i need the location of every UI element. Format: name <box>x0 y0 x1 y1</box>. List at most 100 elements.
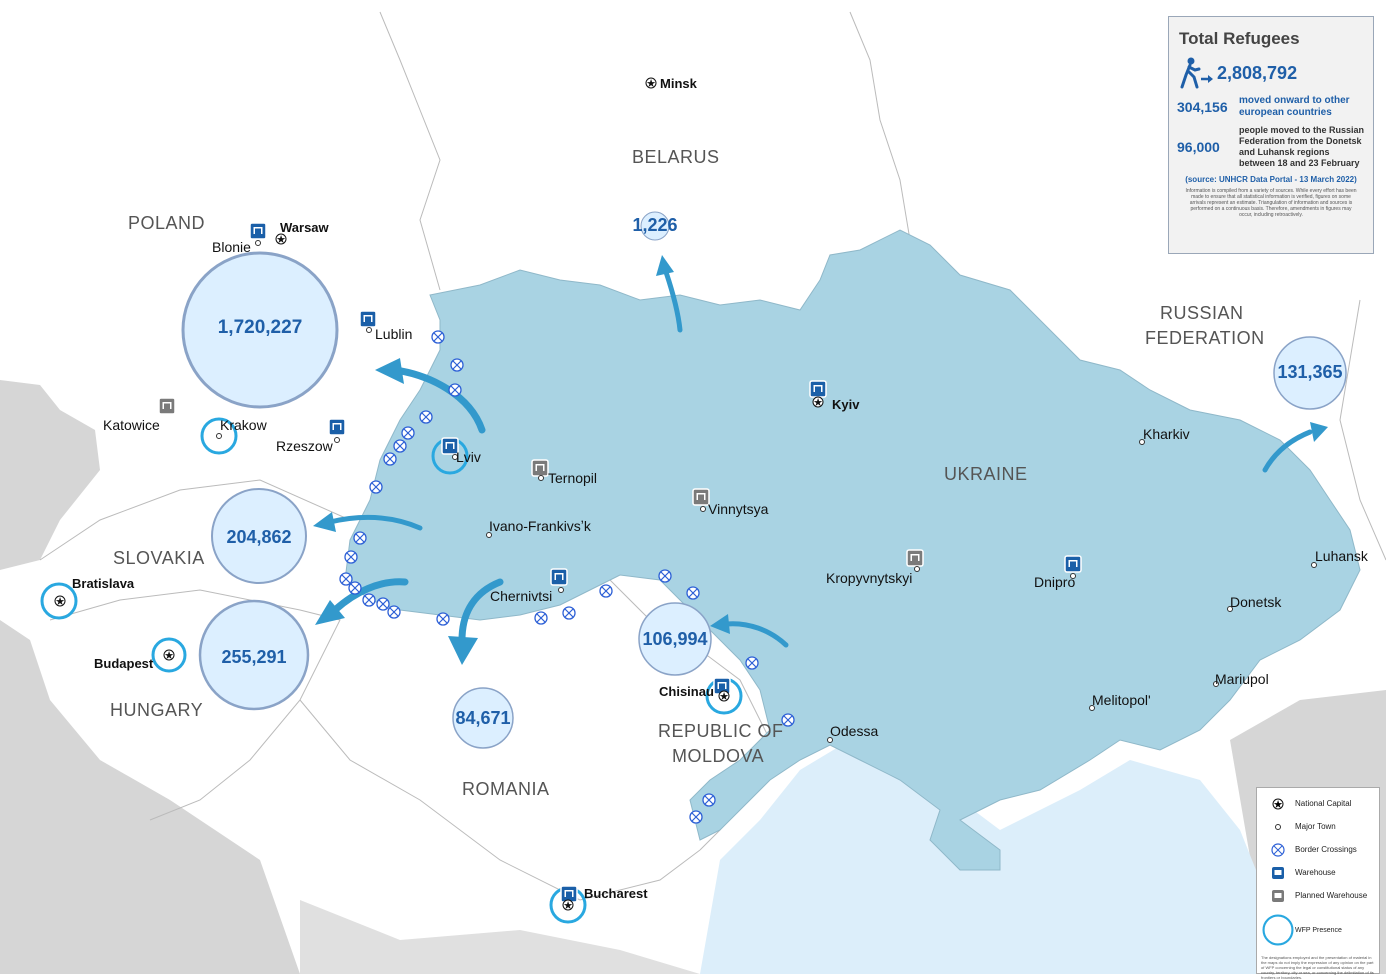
walking-person-icon <box>1180 57 1213 89</box>
refugee-count-moldova: 106,994 <box>642 629 707 649</box>
town-label-donetsk: Donetsk <box>1230 594 1282 610</box>
border-poland-belarus <box>379 11 441 291</box>
total-refugees-panel: Total Refugees 2,808,792 304,156 moved o… <box>1168 16 1374 254</box>
town-label-lublin: Lublin <box>375 326 412 342</box>
refugee-count-poland: 1,720,227 <box>218 317 303 338</box>
town-label-lviv: Lviv <box>456 449 481 465</box>
svg-text:★: ★ <box>1273 798 1283 811</box>
border-belarus-russia <box>849 11 911 241</box>
capital-label-chisinau: Chisinau <box>659 684 714 699</box>
town-label-luhansk: Luhansk <box>1315 548 1369 564</box>
capital-label-budapest: Budapest <box>94 656 154 671</box>
capital-label-bucharest: Bucharest <box>584 886 648 901</box>
town-label-odessa: Odessa <box>830 723 878 739</box>
country-label-romania: ROMANIA <box>462 779 550 799</box>
refugee-bubble-moldova[interactable]: 106,994 <box>638 602 712 676</box>
legend-major-town: Major Town <box>1261 815 1375 838</box>
town-label-ivano-frankivsk: Ivano-Frankivsʼk <box>489 518 592 534</box>
legend-planned-warehouse: Planned Warehouse <box>1261 884 1375 907</box>
capital-label-minsk: Minsk <box>660 76 698 91</box>
capital-label-bratislava: Bratislava <box>72 576 135 591</box>
town-label-vinnytsya: Vinnytsya <box>708 501 769 517</box>
national-capital-icon: ★ <box>1272 798 1284 811</box>
legend-national-capital: ★ National Capital <box>1261 792 1375 815</box>
country-label-russia-2: FEDERATION <box>1145 328 1265 348</box>
total-row: 2,808,792 <box>1177 57 1365 89</box>
arrow-head-hungary <box>315 600 345 625</box>
onward-row: 304,156 moved onward to other european c… <box>1177 95 1365 119</box>
country-label-belarus: BELARUS <box>632 147 720 167</box>
onward-value: 304,156 <box>1177 99 1228 115</box>
arrow-to-poland <box>391 366 486 434</box>
legend-warehouse: Warehouse <box>1261 861 1375 884</box>
flow-arrows <box>313 255 1328 665</box>
onward-text: moved onward to other european countries <box>1239 95 1350 118</box>
arrow-to-russia <box>1262 429 1313 473</box>
total-refugees-value: 2,808,792 <box>1217 62 1298 83</box>
country-label-ukraine: UKRAINE <box>944 464 1028 484</box>
refugee-count-belarus: 1,226 <box>632 215 677 235</box>
refugee-bubble-slovakia[interactable]: 204,862 <box>211 488 307 584</box>
refugee-count-slovakia: 204,862 <box>226 527 291 547</box>
arrow-to-hungary <box>331 578 409 614</box>
neighbor-southwest-gray <box>0 620 300 974</box>
arrow-head-moldova <box>710 614 730 634</box>
map-legend: ★ National Capital Major Town Border Cro… <box>1256 787 1380 980</box>
refugee-bubble-russia[interactable]: 131,365 <box>1273 336 1347 410</box>
country-label-hungary: HUNGARY <box>110 700 203 720</box>
russia-value: 96,000 <box>1177 139 1220 155</box>
town-label-blonie: Blonie <box>212 239 251 255</box>
capital-label-kyiv: Kyiv <box>832 397 860 412</box>
town-label-krakow: Krakow <box>220 417 268 433</box>
neighbor-west-gray <box>0 380 100 570</box>
warehouse-icon <box>1272 866 1284 879</box>
border-romania <box>299 699 701 901</box>
refugee-bubble-belarus[interactable]: 1,226 <box>632 211 678 241</box>
country-label-poland: POLAND <box>128 213 205 233</box>
russia-row: 96,000 people moved to the Russian Feder… <box>1177 125 1365 169</box>
planned-warehouse-icon <box>1272 889 1284 902</box>
arrow-head-belarus <box>656 255 674 276</box>
arrow-head-russia <box>1310 422 1328 442</box>
legend-disclaimer: The designations employed and the presen… <box>1261 955 1374 980</box>
refugee-bubble-poland[interactable]: 1,720,227 <box>181 251 339 409</box>
town-label-katowice: Katowice <box>103 417 160 433</box>
arrow-to-romania <box>458 578 504 644</box>
arrow-head-poland <box>375 358 404 384</box>
panel-title: Total Refugees <box>1179 29 1300 48</box>
country-label-moldova: REPUBLIC OF <box>658 721 784 741</box>
russia-text: people moved to the Russian Federation f… <box>1239 125 1365 168</box>
town-label-ternopil: Ternopil <box>548 470 597 486</box>
town-label-rzeszow: Rzeszow <box>276 438 334 454</box>
neighbor-south-gray <box>300 900 700 974</box>
wfp-presence-icon <box>1262 914 1294 946</box>
wfp-ring-krakow <box>200 417 238 455</box>
refugee-bubble-romania[interactable]: 84,671 <box>452 687 514 749</box>
border-crossing-icon <box>1271 842 1285 857</box>
ukraine-territory <box>344 229 1361 871</box>
capital-label-warsaw: Warsaw <box>280 220 330 235</box>
legend-wfp-presence: WFP Presence <box>1261 907 1375 953</box>
town-label-chernivtsi: Chernivtsi <box>490 588 552 604</box>
refugee-count-russia: 131,365 <box>1277 362 1342 382</box>
data-source: (source: UNHCR Data Portal - 13 March 20… <box>1185 175 1357 184</box>
legend-border-crossings: Border Crossings <box>1261 838 1375 861</box>
country-label-russia: RUSSIAN <box>1160 303 1244 323</box>
arrow-to-moldova <box>723 621 789 648</box>
arrow-head-slovakia <box>313 512 336 532</box>
border-russia-ukraine <box>1339 299 1386 561</box>
country-label-moldova-2: MOLDOVA <box>672 746 764 766</box>
town-label-kharkiv: Kharkiv <box>1143 426 1190 442</box>
border-hungary <box>49 589 341 821</box>
town-markers <box>216 240 1317 743</box>
border-slovakia <box>39 479 351 561</box>
arrow-head-romania <box>448 636 478 665</box>
refugee-count-hungary: 255,291 <box>221 647 286 667</box>
country-label-slovakia: SLOVAKIA <box>113 548 205 568</box>
arrow-to-slovakia <box>327 514 423 531</box>
wfp-ring-bratislava <box>40 582 78 620</box>
data-disclaimer: Information is compiled from a variety o… <box>1185 188 1357 218</box>
refugee-count-romania: 84,671 <box>455 708 510 728</box>
refugee-bubble-hungary[interactable]: 255,291 <box>198 599 310 711</box>
